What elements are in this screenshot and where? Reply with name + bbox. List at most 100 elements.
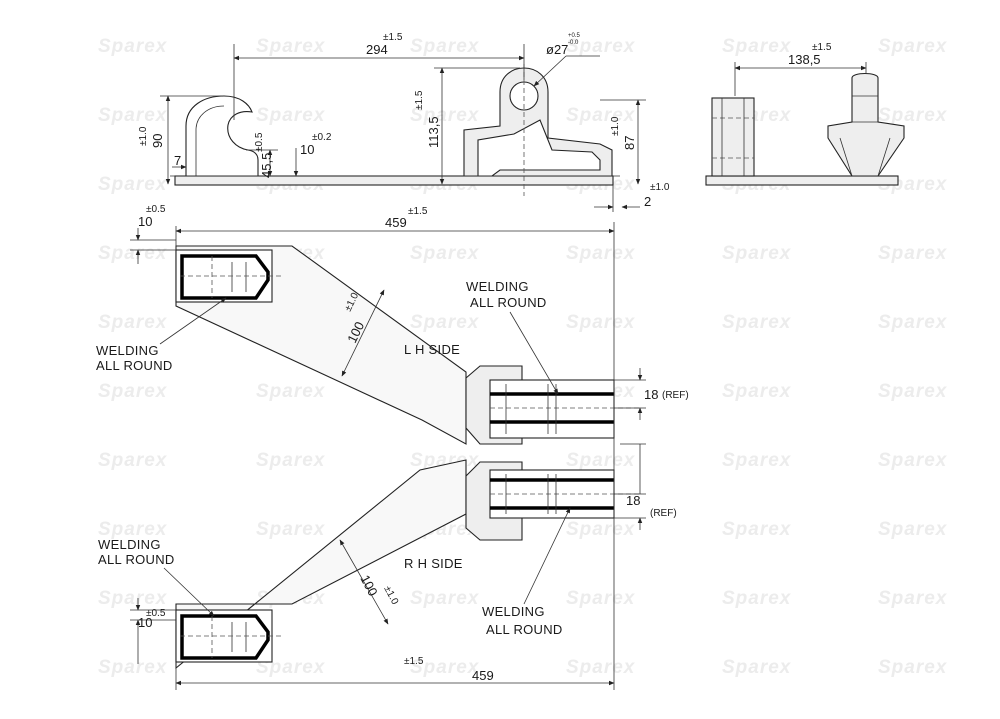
dim-113-5: 113,5 <box>426 116 441 148</box>
end-base-plate <box>705 175 899 186</box>
dim-100-rh-tol: ±1.0 <box>381 584 400 607</box>
dim-138-5: 138,5 <box>788 52 821 67</box>
dim-459-top-tol: ±1.5 <box>408 206 428 217</box>
watermark-text: Sparex <box>410 243 480 264</box>
watermark-text: Sparex <box>722 243 792 264</box>
end-view: 138,5 ±1.5 <box>705 42 905 186</box>
dim-ref-top-suffix: (REF) <box>662 390 689 401</box>
dim-138-5-tol: ±1.5 <box>812 42 832 53</box>
side-view: ±1.5 294 ø27 +0.5 -0.0 90 ±1.0 7 45,5 ±0… <box>138 32 670 212</box>
watermark-text: Sparex <box>566 36 636 57</box>
dim-459-top: 459 <box>385 215 407 230</box>
watermark-text: Sparex <box>98 519 168 540</box>
watermark-text: Sparex <box>566 312 636 333</box>
watermark-text: Sparex <box>566 519 636 540</box>
dim-hole-tol-upper: +0.5 <box>568 33 581 39</box>
watermark-text: Sparex <box>256 36 326 57</box>
watermark-text: Sparex <box>256 657 326 678</box>
dim-459-bottom-tol: ±1.5 <box>404 656 424 667</box>
watermark-text: Sparex <box>722 450 792 471</box>
dim-offset-bottom-tol: ±0.5 <box>146 608 166 619</box>
dim-gap-10: 10 <box>300 142 314 157</box>
welding-note-line1: WELDING <box>482 604 545 619</box>
watermark-text: Sparex <box>878 312 948 333</box>
watermark-text: Sparex <box>256 381 326 402</box>
dim-87: 87 <box>622 136 637 150</box>
dim-2-tol: ±1.0 <box>650 182 670 193</box>
dim-hole-dia: ø27 <box>546 42 568 57</box>
lh-side-label: L H SIDE <box>404 342 460 357</box>
dim-113-5-tol: ±1.5 <box>414 90 425 110</box>
dim-90: 90 <box>150 134 165 148</box>
watermark-text: Sparex <box>878 36 948 57</box>
watermark-text: Sparex <box>878 105 948 126</box>
dim-ref-top: 18 <box>644 387 658 402</box>
welding-note-line2: ALL ROUND <box>96 358 173 373</box>
watermark-text: Sparex <box>722 381 792 402</box>
welding-note-bottom-center: WELDING ALL ROUND <box>482 507 571 637</box>
watermark-text: Sparex <box>98 312 168 333</box>
watermark-text: Sparex <box>98 36 168 57</box>
watermark-text: Sparex <box>722 36 792 57</box>
watermark-text: Sparex <box>98 657 168 678</box>
watermark-text: Sparex <box>566 243 636 264</box>
end-post <box>827 72 905 177</box>
dim-gap-10-tol: ±0.2 <box>312 132 332 143</box>
welding-note-bottom-left: WELDING ALL ROUND <box>98 537 215 617</box>
watermark-text: Sparex <box>256 519 326 540</box>
watermark-text: Sparex <box>878 381 948 402</box>
dim-7: 7 <box>174 153 181 168</box>
watermark-text: Sparex <box>410 105 480 126</box>
plan-view: 459 ±1.5 10 ±0.5 100 ±1.0 100 ±1.0 L H S… <box>96 204 689 690</box>
dim-459-bottom: 459 <box>472 668 494 683</box>
dim-45-5: 45,5 <box>259 153 274 178</box>
watermark-text: Sparex <box>722 588 792 609</box>
dim-294-tol: ±1.5 <box>383 32 403 43</box>
welding-note-line1: WELDING <box>96 343 159 358</box>
dim-ref-bottom-suffix: (REF) <box>650 508 677 519</box>
lh-weld-outline <box>180 254 270 300</box>
dim-87-tol: ±1.0 <box>610 116 621 136</box>
welding-note-top-left: WELDING ALL ROUND <box>96 297 227 373</box>
watermark-text: Sparex <box>256 105 326 126</box>
watermark-text: Sparex <box>878 519 948 540</box>
dim-90-tol: ±1.0 <box>138 126 149 146</box>
watermark-text: Sparex <box>722 657 792 678</box>
welding-note-line2: ALL ROUND <box>486 622 563 637</box>
watermark-text: Sparex <box>566 105 636 126</box>
watermark-text: Sparex <box>878 588 948 609</box>
hook-part <box>185 95 259 177</box>
dim-ref-bottom: 18 <box>626 493 640 508</box>
lh-bar <box>489 379 615 439</box>
watermark-text: Sparex <box>410 657 480 678</box>
dim-2: 2 <box>644 194 651 209</box>
watermark-text: Sparex <box>98 381 168 402</box>
watermark-text: Sparex <box>98 243 168 264</box>
watermark-text: Sparex <box>722 519 792 540</box>
end-block <box>711 97 755 177</box>
dim-45-5-tol: ±0.5 <box>254 132 265 152</box>
watermark-text: Sparex <box>566 450 636 471</box>
watermark-text: Sparex <box>722 312 792 333</box>
dim-hole-tol-lower: -0.0 <box>568 40 579 46</box>
watermark-text: Sparex <box>256 450 326 471</box>
watermark-text: Sparex <box>98 450 168 471</box>
rh-side-label: R H SIDE <box>404 556 463 571</box>
watermark-text: Sparex <box>410 36 480 57</box>
watermark-text: Sparex <box>98 588 168 609</box>
welding-note-top-center: WELDING ALL ROUND <box>466 279 559 395</box>
dim-offset-top: 10 <box>138 214 152 229</box>
base-plate <box>174 175 614 186</box>
hinge-post-inner <box>477 119 601 177</box>
watermark-text: Sparex <box>566 657 636 678</box>
watermark-text: Sparex <box>878 657 948 678</box>
watermark-text: Sparex <box>410 588 480 609</box>
rh-weld-outline <box>180 614 270 660</box>
dim-offset-top-tol: ±0.5 <box>146 204 166 215</box>
dim-offset-bottom: 10 <box>138 615 152 630</box>
watermark-text: Sparex <box>98 105 168 126</box>
watermark-text: Sparex <box>878 450 948 471</box>
welding-note-line2: ALL ROUND <box>98 552 175 567</box>
